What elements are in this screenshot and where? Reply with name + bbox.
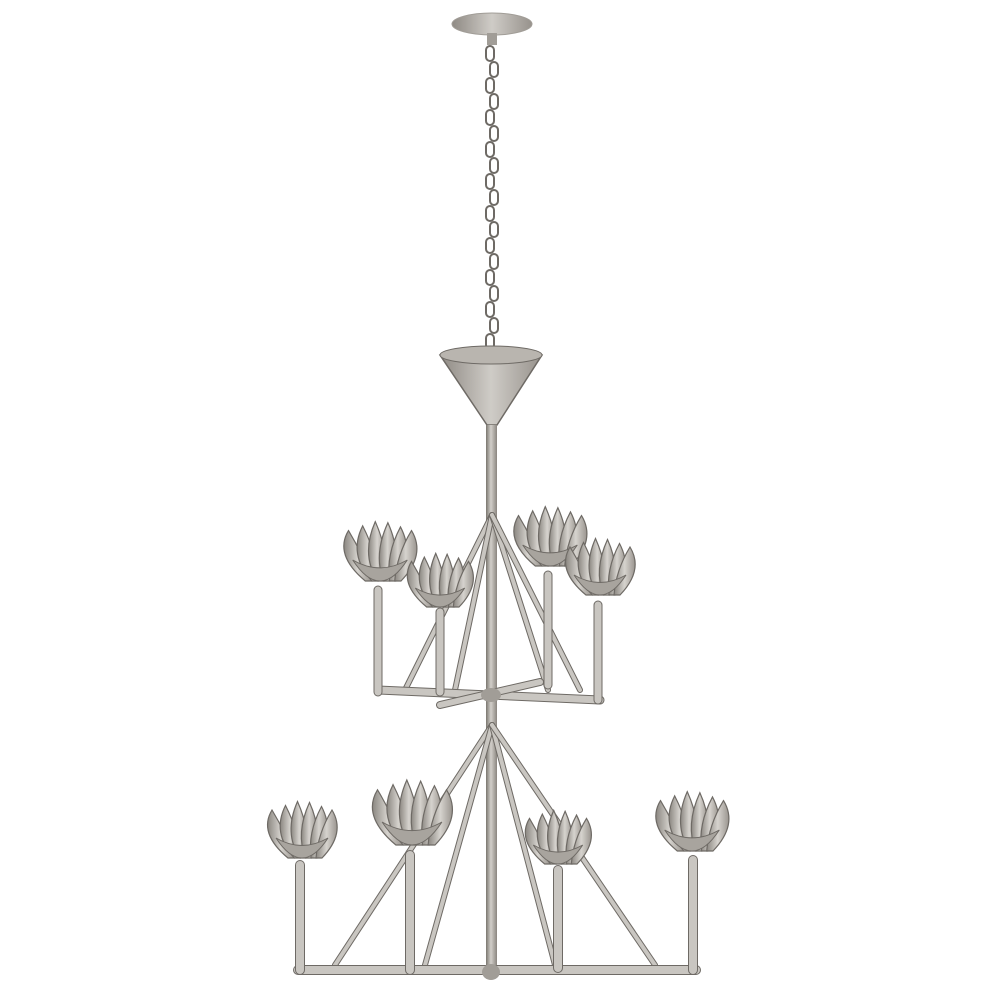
chain-link [489,189,499,206]
chain-link [485,45,495,62]
upper-strut [453,513,494,692]
chain-link [485,173,495,190]
chain-link [485,237,495,254]
chain-link [489,253,499,270]
ceiling-canopy [451,12,533,36]
upper-light-cup-base [352,559,408,582]
chain-link [485,269,495,286]
bottom-finial [482,964,500,980]
lower-light-cup-base [664,829,720,852]
canopy-loop [487,33,497,45]
chain-link [485,301,495,318]
lower-light-cup-base [275,837,329,859]
lower-strut [490,723,557,967]
upper-light-cup-base [414,587,466,608]
upper-hub [481,688,501,702]
chain-link [489,285,499,302]
chain-link [489,93,499,110]
lower-light-cup-base [381,821,443,846]
chain-link [489,125,499,142]
chain-link [485,109,495,126]
upper-strut [490,513,550,692]
lower-strut [423,723,494,967]
chain-link [485,205,495,222]
chain-link [489,317,499,334]
cone-rim [439,345,543,365]
chain-link [485,77,495,94]
chain-link [489,61,499,78]
chain-link [489,221,499,238]
lower-light-cup-base [532,844,584,865]
upper-light-cup-base [573,574,627,596]
upper-light-cup-base [522,544,578,567]
upper-strut [490,513,582,692]
chain-link [485,141,495,158]
chain-link [489,157,499,174]
